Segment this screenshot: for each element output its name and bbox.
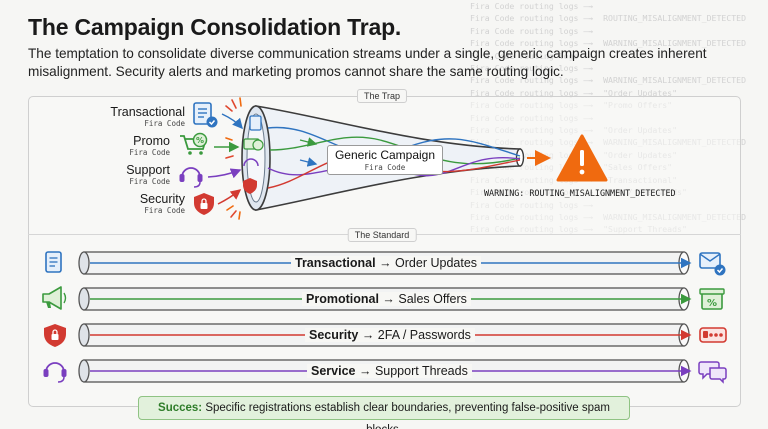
trap-stream-promo: Promo Fira Code bbox=[90, 134, 170, 158]
svg-text:%: % bbox=[707, 298, 717, 309]
success-lead: Succes: bbox=[158, 402, 203, 414]
stream-font-label: Fira Code bbox=[144, 206, 185, 215]
headset-icon-start bbox=[43, 362, 67, 383]
route-label-security: Security → 2FA / Passwords bbox=[305, 328, 475, 342]
generic-campaign-font-label: Fira Code bbox=[364, 163, 406, 172]
chat-bubbles-icon bbox=[698, 361, 727, 384]
stream-name: Transactional bbox=[110, 105, 185, 119]
trap-stream-transactional: Transactional Fira Code bbox=[90, 105, 185, 129]
password-lock-icon bbox=[699, 327, 727, 343]
trap-section-label: The Trap bbox=[356, 89, 408, 103]
stream-name: Support bbox=[126, 163, 170, 177]
stream-font-label: Fira Code bbox=[144, 119, 185, 128]
route-category: Transactional bbox=[295, 256, 376, 270]
security-shield-icon bbox=[194, 193, 214, 215]
standard-section-label: The Standard bbox=[347, 228, 417, 242]
success-banner: Succes: Specific registrations establish… bbox=[138, 396, 630, 429]
stream-name: Promo bbox=[133, 134, 170, 148]
route-destination: Order Updates bbox=[395, 256, 478, 270]
generic-campaign-box: Generic Campaign Fira Code bbox=[327, 145, 443, 175]
svg-text:%: % bbox=[196, 136, 204, 145]
gift-percent-icon: % bbox=[699, 288, 725, 310]
transactional-document-icon-start bbox=[45, 251, 62, 273]
route-label-promotional: Promotional → Sales Offers bbox=[302, 292, 471, 306]
route-destination: 2FA / Passwords bbox=[377, 328, 471, 342]
route-label-transactional: Transactional → Order Updates bbox=[291, 256, 482, 270]
stream-name: Security bbox=[139, 192, 185, 206]
funnel-icons-inside bbox=[243, 115, 264, 194]
warning-triangle-icon bbox=[556, 134, 608, 182]
page-subtitle: The temptation to consolidate diverse co… bbox=[28, 46, 707, 79]
envelope-check-icon bbox=[699, 252, 726, 276]
trap-stream-security: Security Fira Code bbox=[90, 192, 185, 216]
route-destination: Support Threads bbox=[374, 364, 468, 378]
transactional-document-icon bbox=[193, 102, 218, 128]
security-shield-icon-start bbox=[44, 324, 66, 347]
support-headset-icon bbox=[179, 167, 203, 188]
generic-campaign-label: Generic Campaign bbox=[334, 148, 436, 162]
route-category: Security bbox=[309, 328, 359, 342]
megaphone-icon bbox=[42, 286, 67, 310]
route-category: Promotional bbox=[306, 292, 379, 306]
route-category: Service bbox=[311, 364, 356, 378]
trap-stream-support: Support Fira Code bbox=[90, 163, 170, 187]
stream-font-label: Fira Code bbox=[129, 177, 170, 186]
chaos-sparks bbox=[225, 97, 242, 220]
misalignment-warning: WARNING: ROUTING_MISALIGNMENT_DETECTED bbox=[484, 188, 676, 198]
route-label-service: Service → Support Threads bbox=[307, 364, 472, 378]
success-text: Specific registrations establish clear b… bbox=[205, 402, 610, 429]
route-destination: Sales Offers bbox=[398, 292, 467, 306]
stream-font-label: Fira Code bbox=[129, 148, 170, 157]
page-title: The Campaign Consolidation Trap. bbox=[28, 14, 402, 40]
promo-cart-icon: % bbox=[180, 132, 208, 155]
